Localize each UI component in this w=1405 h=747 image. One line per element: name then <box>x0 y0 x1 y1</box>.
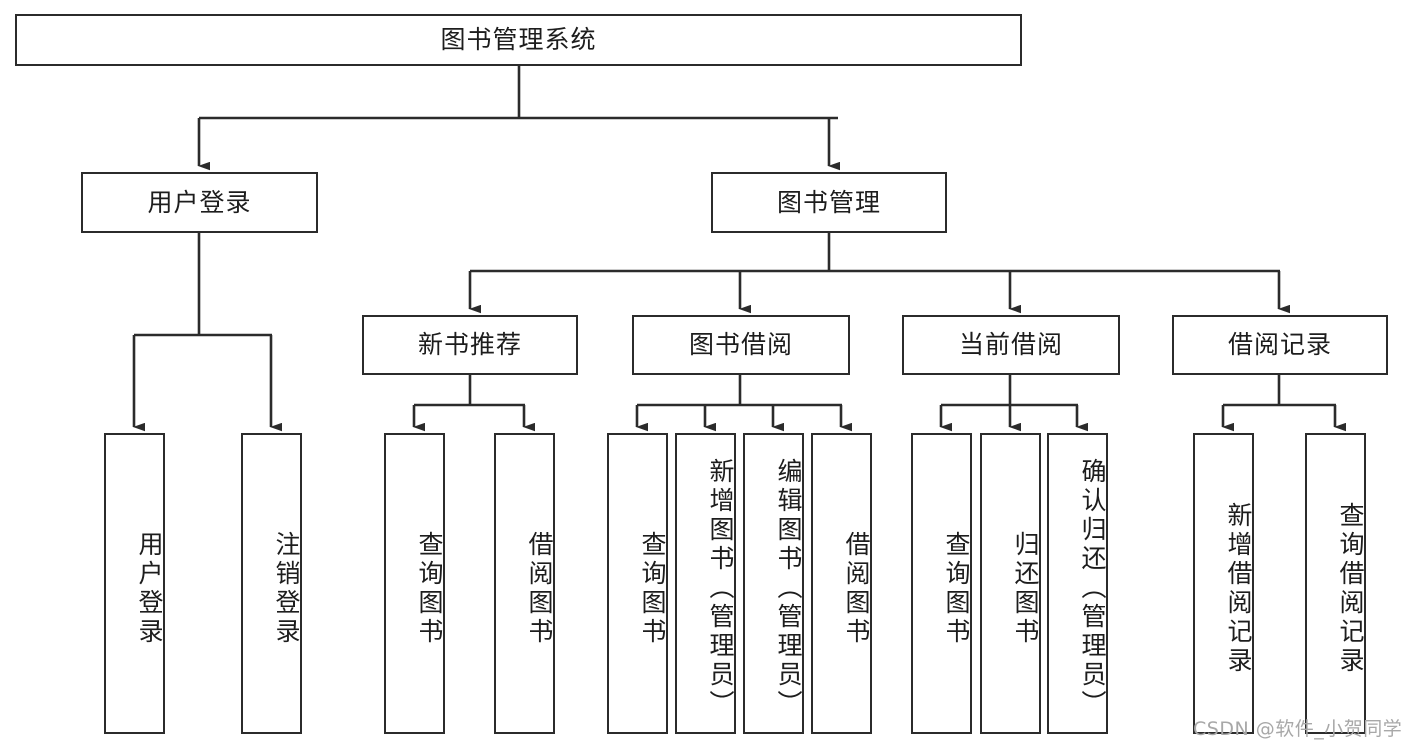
node-label: 当前借阅 <box>958 330 1063 360</box>
leaf-book-borrow-query-book[interactable]: 查询图书 <box>607 433 668 734</box>
node-label: 用户登录 <box>147 187 252 217</box>
node-label: 图书管理 <box>776 187 881 217</box>
node-label: 确认归还（管理员） <box>1078 458 1107 719</box>
node-label: 新增图书（管理员） <box>706 458 735 719</box>
node-label: 借阅图书 <box>525 530 554 647</box>
node-label: 查询图书 <box>638 530 667 647</box>
node-label: 注销登录 <box>272 530 301 647</box>
leaf-borrow-record-query-record[interactable]: 查询借阅记录 <box>1305 433 1366 734</box>
leaf-book-borrow-add-book-admin[interactable]: 新增图书（管理员） <box>675 433 736 734</box>
node-user-login[interactable]: 用户登录 <box>81 172 318 233</box>
csdn-watermark: CSDN @软件_小贺同学 <box>1193 718 1403 740</box>
leaf-new-book-borrow-book[interactable]: 借阅图书 <box>494 433 555 734</box>
node-label: 图书借阅 <box>688 330 793 360</box>
leaf-user-login-logout[interactable]: 注销登录 <box>241 433 302 734</box>
node-borrow-record[interactable]: 借阅记录 <box>1172 315 1388 375</box>
node-label: 查询图书 <box>942 530 971 647</box>
leaf-book-borrow-edit-book-admin[interactable]: 编辑图书（管理员） <box>743 433 804 734</box>
leaf-new-book-query-book[interactable]: 查询图书 <box>384 433 445 734</box>
leaf-borrow-record-add-record[interactable]: 新增借阅记录 <box>1193 433 1254 734</box>
node-label: 查询图书 <box>415 530 444 647</box>
leaf-current-borrow-query-book[interactable]: 查询图书 <box>911 433 972 734</box>
node-root-book-management-system[interactable]: 图书管理系统 <box>15 14 1022 66</box>
node-label: 新增借阅记录 <box>1224 501 1253 676</box>
node-book-borrow[interactable]: 图书借阅 <box>632 315 850 375</box>
node-label: 借阅图书 <box>842 530 871 647</box>
node-label: 用户登录 <box>135 530 164 647</box>
node-label: 图书管理系统 <box>440 25 597 55</box>
node-current-borrow[interactable]: 当前借阅 <box>902 315 1120 375</box>
node-book-management[interactable]: 图书管理 <box>711 172 947 233</box>
node-label: 新书推荐 <box>417 330 522 360</box>
node-label: 借阅记录 <box>1227 330 1332 360</box>
leaf-current-borrow-return-book[interactable]: 归还图书 <box>980 433 1041 734</box>
node-label: 归还图书 <box>1011 530 1040 647</box>
leaf-book-borrow-borrow-book[interactable]: 借阅图书 <box>811 433 872 734</box>
leaf-current-borrow-confirm-return-admin[interactable]: 确认归还（管理员） <box>1047 433 1108 734</box>
node-label: 编辑图书（管理员） <box>774 458 803 719</box>
node-new-book-recommend[interactable]: 新书推荐 <box>362 315 578 375</box>
node-label: 查询借阅记录 <box>1336 501 1365 676</box>
leaf-user-login-login[interactable]: 用户登录 <box>104 433 165 734</box>
